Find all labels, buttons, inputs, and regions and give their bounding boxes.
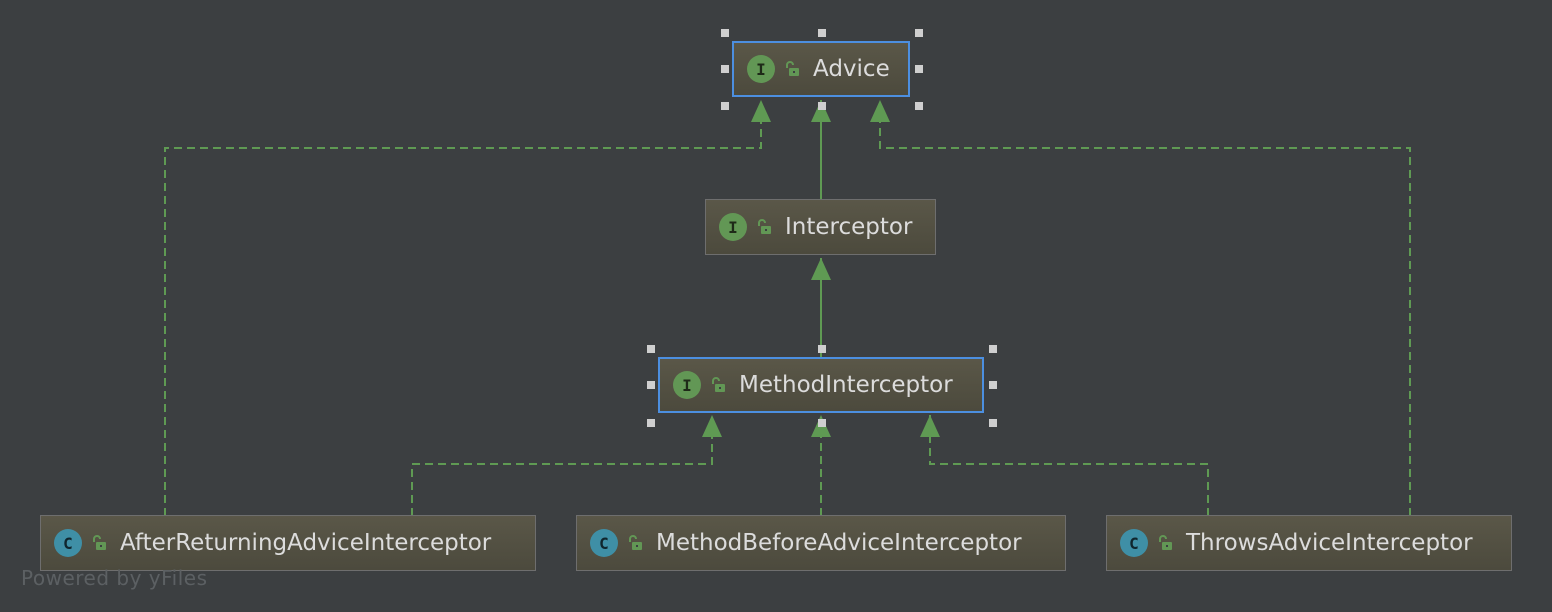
node-label: AfterReturningAdviceInterceptor	[120, 530, 492, 556]
arrowhead	[920, 415, 940, 437]
resize-handle[interactable]	[721, 29, 729, 37]
public-lock-icon	[786, 61, 799, 76]
edge-throws-implements-advice[interactable]	[879, 100, 1411, 516]
resize-handle[interactable]	[647, 381, 655, 389]
resize-handle[interactable]	[915, 102, 923, 110]
arrowhead	[751, 100, 771, 122]
node-label: Advice	[813, 56, 890, 82]
watermark: Powered by yFiles	[21, 566, 208, 590]
interface-icon: I	[673, 371, 701, 399]
resize-handle[interactable]	[721, 102, 729, 110]
resize-handle[interactable]	[989, 381, 997, 389]
node-throws-advice-interceptor[interactable]: C ThrowsAdviceInterceptor	[1106, 515, 1512, 571]
public-lock-icon	[629, 535, 642, 550]
edge-afterreturning-implements-methodinterceptor[interactable]	[411, 415, 713, 516]
arrowhead	[702, 415, 722, 437]
public-lock-icon	[712, 377, 725, 392]
resize-handle[interactable]	[915, 29, 923, 37]
node-method-before-advice-interceptor[interactable]: C MethodBeforeAdviceInterceptor	[576, 515, 1066, 571]
class-icon: C	[54, 529, 82, 557]
arrowhead	[811, 100, 831, 122]
node-label: ThrowsAdviceInterceptor	[1186, 530, 1473, 556]
resize-handle[interactable]	[915, 65, 923, 73]
class-icon: C	[590, 529, 618, 557]
resize-handle[interactable]	[647, 419, 655, 427]
arrowhead	[811, 258, 831, 280]
node-after-returning-advice-interceptor[interactable]: C AfterReturningAdviceInterceptor	[40, 515, 536, 571]
public-lock-icon	[758, 219, 771, 234]
node-method-interceptor[interactable]: I MethodInterceptor	[658, 357, 984, 413]
resize-handle[interactable]	[818, 29, 826, 37]
resize-handle[interactable]	[818, 419, 826, 427]
resize-handle[interactable]	[818, 345, 826, 353]
resize-handle[interactable]	[989, 345, 997, 353]
resize-handle[interactable]	[989, 419, 997, 427]
public-lock-icon	[93, 535, 106, 550]
public-lock-icon	[1159, 535, 1172, 550]
resize-handle[interactable]	[647, 345, 655, 353]
node-advice[interactable]: I Advice	[732, 41, 910, 97]
interface-icon: I	[747, 55, 775, 83]
interface-icon: I	[719, 213, 747, 241]
edge-afterreturning-implements-advice[interactable]	[164, 100, 762, 516]
resize-handle[interactable]	[818, 102, 826, 110]
class-icon: C	[1120, 529, 1148, 557]
node-label: MethodInterceptor	[739, 372, 953, 398]
resize-handle[interactable]	[721, 65, 729, 73]
arrowhead	[870, 100, 890, 122]
node-label: Interceptor	[785, 214, 913, 240]
node-interceptor[interactable]: I Interceptor	[705, 199, 936, 255]
node-label: MethodBeforeAdviceInterceptor	[656, 530, 1022, 556]
edge-throws-implements-methodinterceptor[interactable]	[929, 415, 1209, 516]
